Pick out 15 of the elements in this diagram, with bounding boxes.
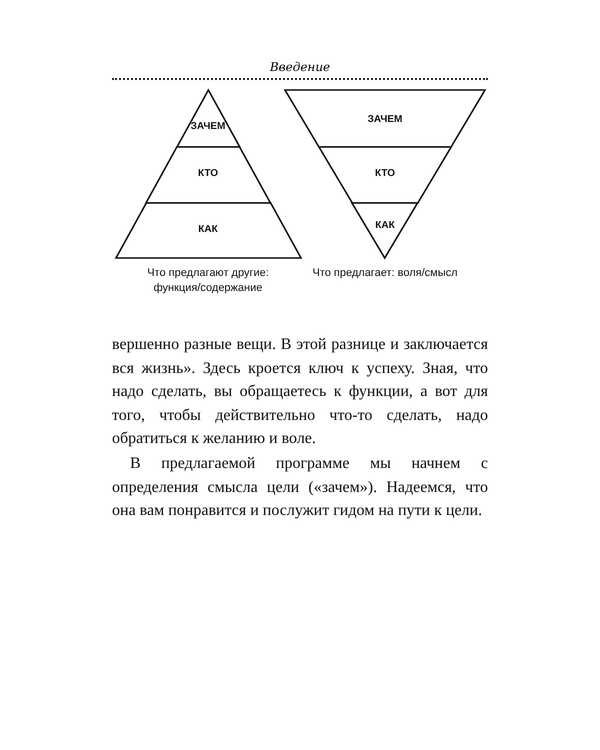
pyramid-tier (116, 203, 300, 258)
tier-label: ЗАЧЕМ (190, 121, 226, 132)
pyramid-tier (146, 147, 270, 203)
running-header: Введение (268, 60, 332, 74)
tier-label: КАК (197, 224, 219, 235)
figure-caption: Что предлагают другие: функция/содержание (146, 266, 270, 296)
figure-caption: Что предлагает: воля/смысл (311, 266, 459, 281)
inverted-pyramid-tier (285, 90, 485, 147)
tier-label: КАК (374, 220, 396, 231)
inverted-pyramid-tier (318, 147, 452, 203)
body-paragraph: В предлагаемой программе мы начнем с определения смысла цели («зачем»). Надеемся, что она вам понравится и послужит гидом на пути к цели. (112, 454, 488, 521)
tier-label: ЗАЧЕМ (366, 114, 404, 125)
body-paragraph: вершенно разные вещи. В этой разнице и заключается вся жизнь». Здесь кроется ключ к успеху. Зная, что надо сделать, вы обращаетесь к функции, а вот для того, чтобы действительно что-то сделать, надо обратиться к желанию и воле. (112, 335, 488, 449)
tier-label: КТО (196, 168, 219, 179)
tier-label: КТО (374, 168, 396, 179)
